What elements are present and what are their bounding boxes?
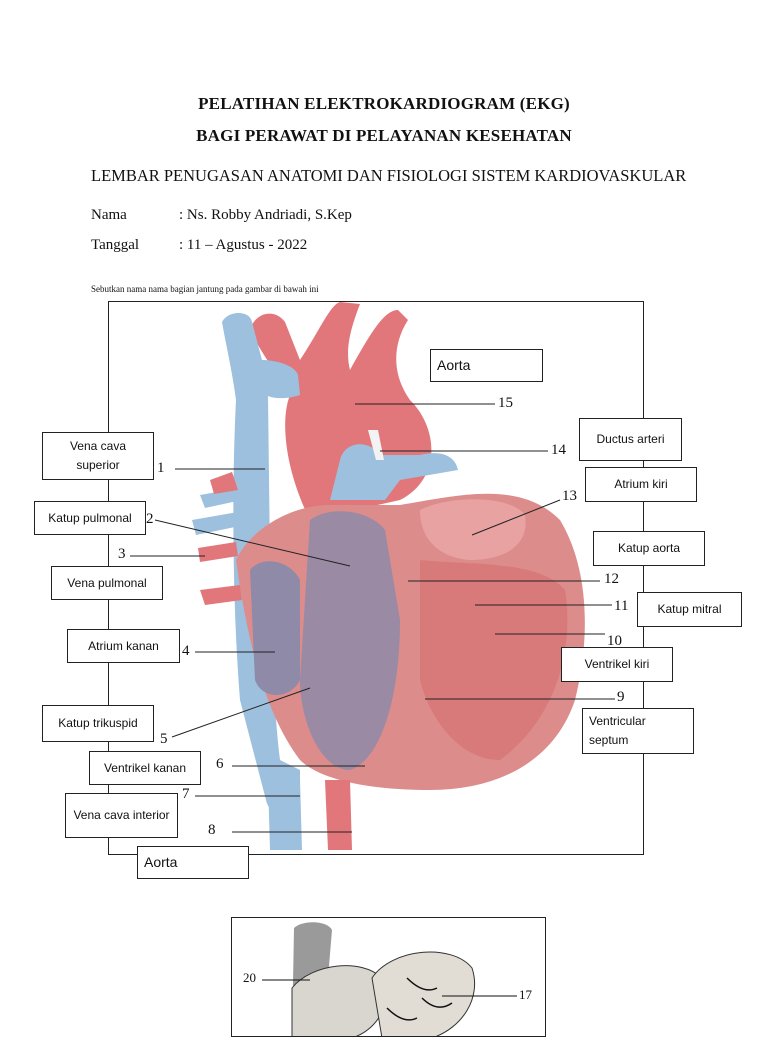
label-number-1: 1 <box>157 460 165 476</box>
label-number-14: 14 <box>551 442 566 458</box>
label-number-4: 4 <box>182 643 190 659</box>
document-title-line2: BAGI PERAWAT DI PELAYANAN KESEHATAN <box>196 126 572 145</box>
answer-box-9[interactable]: Ventricular septum <box>582 708 694 754</box>
valve-leaflet-left <box>291 965 387 1036</box>
answer-box-13[interactable]: Atrium kiri <box>585 467 697 502</box>
answer-box-10[interactable]: Ventrikel kiri <box>561 647 673 682</box>
valve-diagram-frame: 20 17 <box>231 917 546 1037</box>
left-ventricle-chamber <box>420 560 568 760</box>
descending-aorta <box>325 780 352 850</box>
answer-box-12[interactable]: Katup aorta <box>593 531 705 566</box>
answer-box-15[interactable]: Aorta <box>430 349 543 382</box>
tanggal-label: Tanggal <box>91 237 140 253</box>
label-number-12: 12 <box>604 571 619 587</box>
label-number-5: 5 <box>160 731 168 747</box>
answer-box-7[interactable]: Vena cava interior <box>65 793 178 838</box>
answer-box-11[interactable]: Katup mitral <box>637 592 742 627</box>
right-ventricle-chamber <box>300 511 400 770</box>
label-number-17: 17 <box>519 987 532 1002</box>
ductus-ligament <box>368 430 384 460</box>
answer-box-2[interactable]: Katup pulmonal <box>34 501 146 535</box>
label-number-7: 7 <box>182 786 190 802</box>
label-number-11: 11 <box>614 598 629 614</box>
label-number-15: 15 <box>498 395 513 411</box>
right-atrium-chamber <box>250 561 300 695</box>
pulmonary-artery-left-3 <box>200 585 242 605</box>
assignment-subtitle: LEMBAR PENUGASAN ANATOMI DAN FISIOLOGI S… <box>91 166 687 185</box>
label-number-8: 8 <box>208 822 216 838</box>
nama-label: Nama <box>91 207 127 223</box>
label-number-20: 20 <box>243 970 256 985</box>
label-number-10: 10 <box>607 633 622 649</box>
tanggal-value: : 11 – Agustus - 2022 <box>179 237 308 253</box>
label-number-2: 2 <box>146 511 154 527</box>
instruction-text: Sebutkan nama nama bagian jantung pada g… <box>91 284 319 294</box>
pulmonary-vein-left-1 <box>200 488 242 508</box>
answer-box-5[interactable]: Katup trikuspid <box>42 705 154 742</box>
answer-box-1[interactable]: Vena cava superior <box>42 432 154 480</box>
field-nama: Nama : Ns. Robby Andriadi, S.Kep <box>91 207 352 224</box>
valve-illustration <box>262 922 517 1036</box>
document-title-line1: PELATIHAN ELEKTROKARDIOGRAM (EKG) <box>198 94 570 113</box>
answer-box-8[interactable]: Aorta <box>137 846 249 879</box>
leader-lines <box>130 403 615 833</box>
answer-box-3[interactable]: Vena pulmonal <box>51 566 163 600</box>
answer-box-4[interactable]: Atrium kanan <box>67 629 180 663</box>
nama-value: : Ns. Robby Andriadi, S.Kep <box>179 207 352 223</box>
label-number-13: 13 <box>562 488 577 504</box>
inferior-vena-cava <box>268 780 302 850</box>
label-number-6: 6 <box>216 756 224 772</box>
valve-leaflet-right <box>371 951 476 1036</box>
pulmonary-trunk <box>330 444 458 500</box>
answer-box-6[interactable]: Ventrikel kanan <box>89 751 201 785</box>
answer-box-14[interactable]: Ductus arteri <box>579 418 682 461</box>
pulmonary-artery-left <box>210 472 238 494</box>
flow-arrows <box>386 977 453 1021</box>
label-number-9: 9 <box>617 689 625 705</box>
left-atrium-chamber <box>420 499 526 560</box>
pulmonary-vein-left-2 <box>192 512 240 535</box>
label-number-3: 3 <box>118 546 126 562</box>
pulmonary-artery-left-2 <box>198 542 238 562</box>
field-tanggal: Tanggal : 11 – Agustus - 2022 <box>91 237 307 254</box>
